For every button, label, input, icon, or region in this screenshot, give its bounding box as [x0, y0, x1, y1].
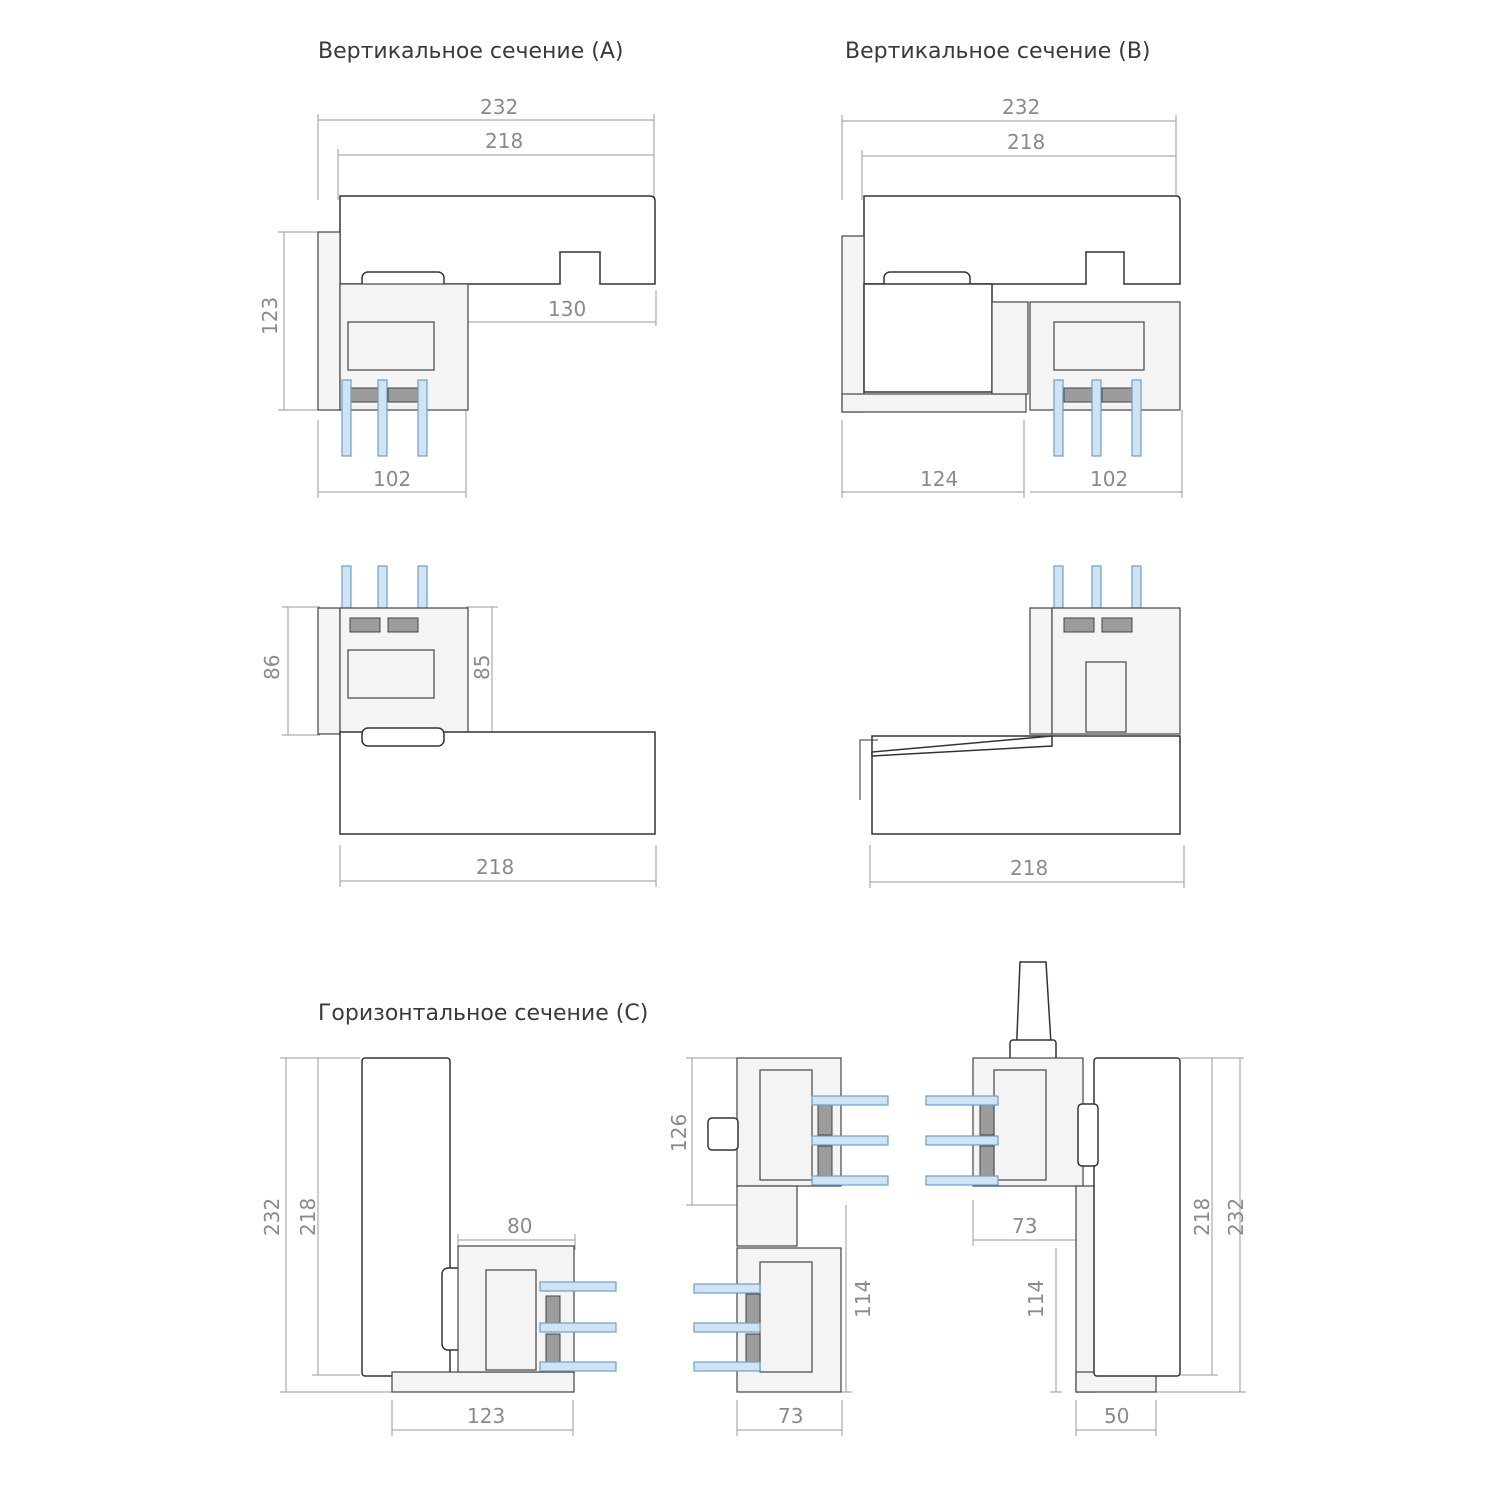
dim-b-218: 218 [1007, 130, 1045, 154]
section-c: 232 218 80 123 126 114 73 73 1 [260, 961, 1248, 1436]
dim-c-80: 80 [507, 1214, 532, 1238]
section-b-bottom: 218 [859, 565, 1185, 888]
dim-b-232: 232 [1002, 95, 1040, 119]
dim-c-126: 126 [667, 1114, 691, 1152]
section-b-top: 232 218 124 102 [841, 95, 1183, 498]
dim-b-124: 124 [920, 467, 958, 491]
dim-a-232: 232 [480, 95, 518, 119]
dim-b-102: 102 [1090, 467, 1128, 491]
dim-a-bottom-218: 218 [476, 855, 514, 879]
dim-c-123: 123 [467, 1404, 505, 1428]
dim-a-86: 86 [260, 655, 284, 680]
section-a-top: 232 218 123 130 102 [258, 95, 657, 498]
dim-b-bottom-218: 218 [1010, 856, 1048, 880]
title-section-a: Вертикальное сечение (A) [318, 39, 623, 64]
dim-a-102: 102 [373, 467, 411, 491]
dim-c-right-114: 114 [1024, 1280, 1048, 1318]
dim-c-114: 114 [851, 1280, 875, 1318]
dim-c-232: 232 [260, 1198, 284, 1236]
title-section-c: Горизонтальное сечение (C) [318, 1001, 648, 1026]
dim-c-73: 73 [778, 1404, 803, 1428]
dim-c-218: 218 [296, 1198, 320, 1236]
dim-a-123: 123 [258, 297, 282, 335]
dim-a-85: 85 [470, 655, 494, 680]
dim-c-right-218: 218 [1190, 1198, 1214, 1236]
title-section-b: Вертикальное сечение (B) [845, 39, 1151, 64]
dim-a-130: 130 [548, 297, 586, 321]
dim-a-218: 218 [485, 129, 523, 153]
dim-c-right-232: 232 [1224, 1198, 1248, 1236]
section-a-bottom: 86 85 218 [260, 565, 657, 887]
dim-c-right-73: 73 [1012, 1214, 1037, 1238]
dim-c-50: 50 [1104, 1404, 1129, 1428]
